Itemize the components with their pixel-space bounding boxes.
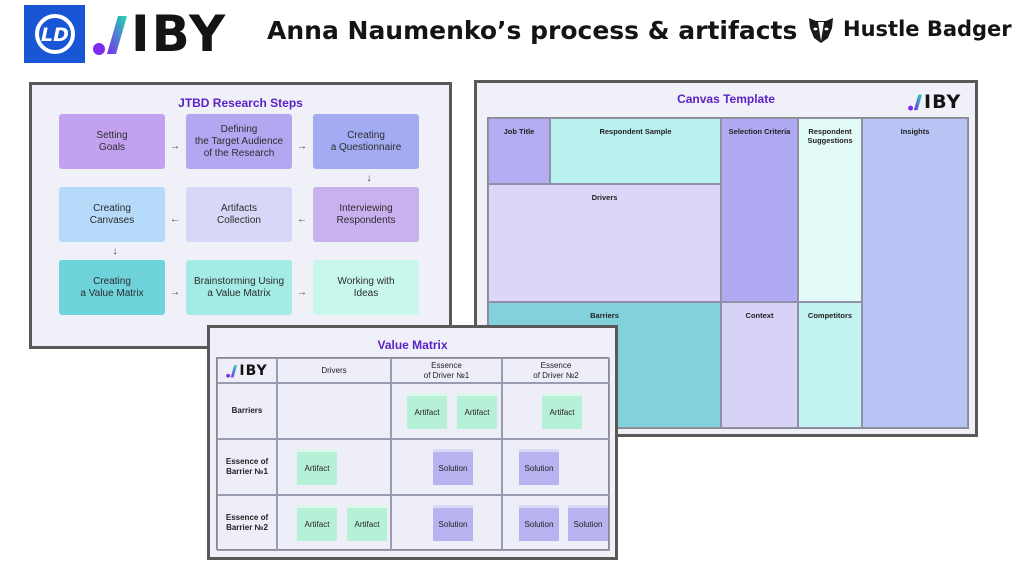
jtbd-step-4: Interviewing Respondents [313,187,419,242]
jtbd-arrow-3: ↓ [366,173,372,184]
ld-logo: LD [24,5,85,63]
matrix-title: Value Matrix [377,338,448,352]
solution-sticky-note: Solution [433,449,473,485]
canvas-aiby-logo: IBY [908,91,961,113]
jtbd-step-5: Artifacts Collection [186,187,292,242]
aiby-mark-icon [908,94,923,111]
matrix-cell [502,439,610,495]
aiby-mark-icon [93,16,127,55]
jtbd-step-7: Creating a Value Matrix [59,260,165,315]
cell-job-title: Job Title [488,118,550,184]
matrix-cell [277,383,391,439]
hustle-badger-name: Hustle Badger [843,17,1012,41]
page-title: Anna Naumenko’s process & artifacts [267,16,798,45]
matrix-cell [391,383,502,439]
matrix-row-header: Essence of Barrier №1 [217,439,277,495]
solution-sticky-note: Solution [433,505,473,541]
cell-context: Context [721,302,798,428]
ld-logo-icon: LD [34,14,75,54]
aiby-wordmark: IBY [924,91,962,113]
matrix-row-header: Essence of Barrier №2 [217,495,277,551]
jtbd-arrow-4: ← [297,214,307,225]
hustle-badger-logo: Hustle Badger [806,14,1012,44]
matrix-column-header: Essence of Driver №1 [391,358,502,383]
jtbd-step-2: Defining the Target Audience of the Rese… [186,114,292,169]
badger-icon [809,18,833,43]
matrix-column-header: Essence of Driver №2 [502,358,610,383]
cell-respondent-sample: Respondent Sample [550,118,721,184]
aiby-logo: IBY [93,5,228,63]
solution-sticky-note: Solution [519,505,559,541]
matrix-cell [277,439,391,495]
jtbd-arrow-7: → [170,287,180,298]
solution-sticky-note: Solution [568,505,608,541]
canvas-grid: Job Title Respondent Sample Selection Cr… [487,117,969,429]
jtbd-arrow-6: ↓ [112,246,118,257]
cell-competitors: Competitors [798,302,862,428]
aiby-wordmark: IBY [131,5,228,63]
jtbd-title: JTBD Research Steps [178,96,303,110]
jtbd-step-9: Working with Ideas [313,260,419,315]
matrix-cell [502,383,610,439]
artifact-sticky-note: Artifact [457,393,497,429]
ld-logo-text: LD [41,24,69,46]
matrix-aiby-logo: IBY [226,363,267,379]
artifact-sticky-note: Artifact [542,393,582,429]
cell-insights: Insights [862,118,968,428]
artifact-sticky-note: Artifact [297,505,337,541]
cell-respondent-suggestions: Respondent Suggestions [798,118,862,302]
solution-sticky-note: Solution [519,449,559,485]
jtbd-arrow-1: → [170,141,180,152]
artifact-sticky-note: Artifact [297,449,337,485]
jtbd-arrow-8: → [297,287,307,298]
artifact-sticky-note: Artifact [347,505,387,541]
jtbd-arrow-5: ← [170,214,180,225]
matrix-cell [391,495,502,551]
cell-drivers: Drivers [488,184,721,302]
jtbd-step-6: Creating Canvases [59,187,165,242]
canvas-title: Canvas Template [677,92,775,106]
jtbd-step-1: Setting Goals [59,114,165,169]
jtbd-steps-panel: JTBD Research Steps Setting Goals Definin… [29,82,452,349]
matrix-cell [277,495,391,551]
jtbd-step-8: Brainstorming Using a Value Matrix [186,260,292,315]
matrix-column-header: Drivers [277,358,391,383]
aiby-mark-icon [226,364,238,378]
jtbd-arrow-2: → [297,141,307,152]
matrix-corner: IBY [217,358,277,383]
matrix-cell [502,495,610,551]
jtbd-step-3: Creating a Questionnaire [313,114,419,169]
aiby-wordmark: IBY [239,362,268,379]
artifact-sticky-note: Artifact [407,393,447,429]
cell-selection-criteria: Selection Criteria [721,118,798,302]
matrix-cell [391,439,502,495]
matrix-row-header: Barriers [217,383,277,439]
